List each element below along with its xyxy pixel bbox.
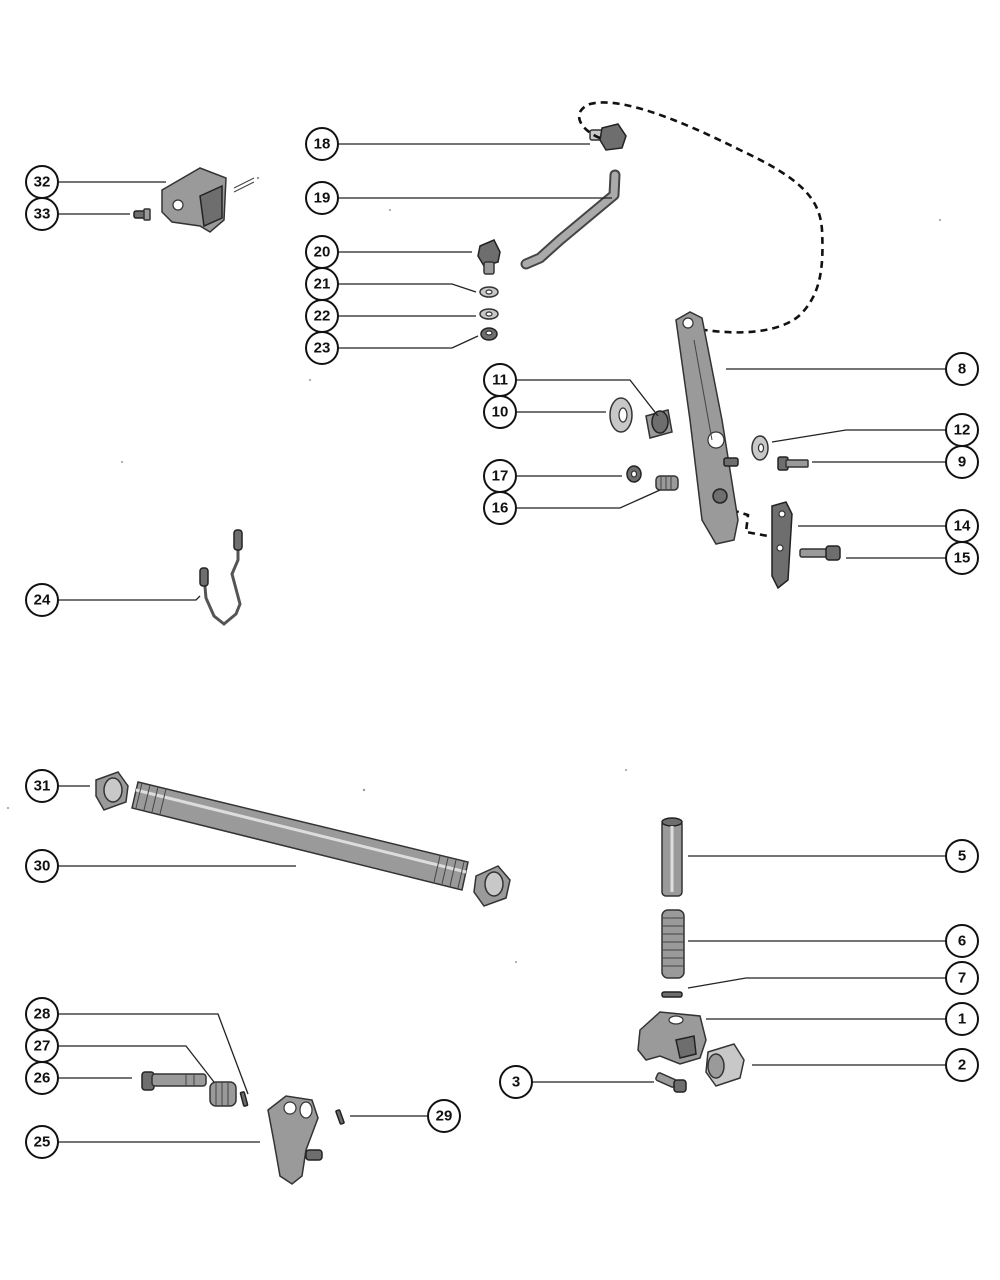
svg-text:22: 22 <box>314 308 331 325</box>
part-32-mount-block <box>161 167 255 233</box>
part-11-bushing <box>645 409 673 439</box>
callout-15: 15 <box>945 541 979 575</box>
svg-text:33: 33 <box>34 206 51 223</box>
svg-text:24: 24 <box>34 592 51 609</box>
svg-text:17: 17 <box>492 468 509 485</box>
svg-text:27: 27 <box>34 1038 51 1055</box>
svg-text:2: 2 <box>958 1057 966 1074</box>
callout-28: 28 <box>25 997 59 1031</box>
svg-text:32: 32 <box>34 174 51 191</box>
callout-17: 17 <box>483 459 517 493</box>
part-8-arm <box>675 311 739 545</box>
callout-18: 18 <box>305 127 339 161</box>
svg-text:12: 12 <box>954 422 971 439</box>
part-27-spring <box>209 1081 237 1107</box>
callout-2: 2 <box>945 1048 979 1082</box>
callout-5: 5 <box>945 839 979 873</box>
svg-text:23: 23 <box>314 340 331 357</box>
part-20-fitting <box>477 239 501 275</box>
callout-19: 19 <box>305 181 339 215</box>
svg-text:31: 31 <box>34 778 51 795</box>
svg-text:3: 3 <box>512 1074 520 1091</box>
part-10-washer <box>609 397 633 433</box>
svg-text:15: 15 <box>954 550 971 567</box>
callout-21: 21 <box>305 267 339 301</box>
svg-text:29: 29 <box>436 1108 453 1125</box>
svg-text:1: 1 <box>958 1011 966 1028</box>
callout-26: 26 <box>25 1061 59 1095</box>
callout-14: 14 <box>945 509 979 543</box>
callout-9: 9 <box>945 445 979 479</box>
callout-23: 23 <box>305 331 339 365</box>
linkage-dashed-path <box>577 101 824 334</box>
callout-31: 31 <box>25 769 59 803</box>
svg-text:11: 11 <box>492 372 508 389</box>
part-16-spring <box>655 475 679 491</box>
svg-text:10: 10 <box>492 404 509 421</box>
callout-1: 1 <box>945 1002 979 1036</box>
part-21-washer <box>479 286 499 298</box>
svg-text:8: 8 <box>958 361 966 378</box>
svg-text:19: 19 <box>314 190 331 207</box>
callout-29: 29 <box>427 1099 461 1133</box>
part-31-nut <box>95 771 129 811</box>
part-30-end-nut <box>473 865 511 907</box>
part-14-link <box>771 501 793 590</box>
part-12-washer <box>751 435 769 461</box>
callout-11: 11 <box>483 363 517 397</box>
svg-text:6: 6 <box>958 933 966 950</box>
callout-32: 32 <box>25 165 59 199</box>
callout-25: 25 <box>25 1125 59 1159</box>
svg-text:21: 21 <box>314 276 331 293</box>
part-29-pin <box>335 1109 345 1125</box>
svg-text:18: 18 <box>314 136 331 153</box>
callout-27: 27 <box>25 1029 59 1063</box>
linkage-dashed-path-lower <box>731 508 769 538</box>
svg-text:14: 14 <box>954 518 971 535</box>
svg-text:16: 16 <box>492 500 509 517</box>
part-17-nut <box>626 465 642 483</box>
callout-3: 3 <box>499 1065 533 1099</box>
callout-8: 8 <box>945 352 979 386</box>
svg-text:5: 5 <box>958 848 966 865</box>
leader-lines <box>58 143 946 1143</box>
scan-specks <box>7 176 941 963</box>
svg-text:26: 26 <box>34 1070 51 1087</box>
part-23-nut <box>480 327 498 341</box>
callout-10: 10 <box>483 395 517 429</box>
svg-text:9: 9 <box>958 454 966 471</box>
part-19-bent-tube <box>520 169 621 270</box>
part-24-wire-clip <box>199 529 243 626</box>
part-6-spring <box>661 909 685 979</box>
part-2-collar <box>705 1043 745 1087</box>
callout-20: 20 <box>305 235 339 269</box>
svg-text:7: 7 <box>958 970 966 987</box>
callout-30: 30 <box>25 849 59 883</box>
part-5-pin <box>661 817 683 897</box>
svg-text:30: 30 <box>34 858 51 875</box>
part-18-fitting <box>589 123 627 151</box>
part-25-lever <box>267 1095 323 1185</box>
callout-12: 12 <box>945 413 979 447</box>
callout-6: 6 <box>945 924 979 958</box>
svg-text:20: 20 <box>314 244 331 261</box>
part-22-washer <box>479 308 499 320</box>
part-26-bolt <box>141 1071 207 1091</box>
svg-text:28: 28 <box>34 1006 51 1023</box>
part-9-bolt <box>777 456 809 471</box>
part-7-washer <box>661 991 683 998</box>
svg-text:25: 25 <box>34 1134 51 1151</box>
callout-33: 33 <box>25 197 59 231</box>
part-15-screw <box>799 545 841 561</box>
part-28-pin <box>239 1091 249 1107</box>
callout-24: 24 <box>25 583 59 617</box>
part-33-screw <box>133 208 151 221</box>
callout-16: 16 <box>483 491 517 525</box>
part-1-bracket <box>637 1011 707 1065</box>
part-3-screw <box>655 1072 687 1093</box>
callout-7: 7 <box>945 961 979 995</box>
part-30-shaft <box>131 781 469 891</box>
callout-22: 22 <box>305 299 339 333</box>
